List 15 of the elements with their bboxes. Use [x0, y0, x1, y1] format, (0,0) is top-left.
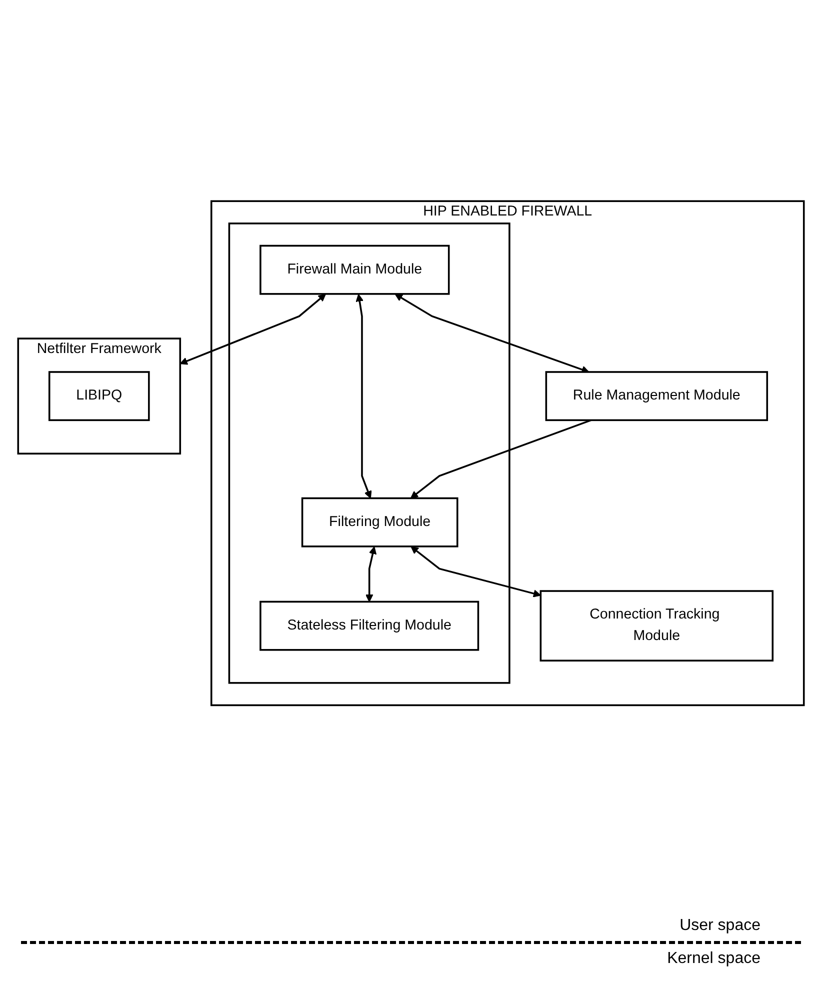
cluster: [228, 222, 510, 684]
node-box: LIBIPQ: [48, 371, 150, 422]
node-box: Firewall Main Module: [259, 245, 450, 296]
node-box: Stateless Filtering Module: [259, 601, 479, 652]
arrow: [410, 546, 541, 598]
node-box: Filtering Module: [300, 498, 458, 548]
arrow: [179, 294, 326, 366]
arrow: [410, 420, 591, 499]
node-box: Rule Management Module: [544, 371, 768, 422]
arrow: [394, 294, 589, 374]
node-box: Connection Tracking Module: [539, 590, 774, 662]
region-label: User space: [678, 916, 762, 936]
arrow: [364, 546, 376, 602]
region-label: Kernel space: [666, 949, 762, 969]
arrow: [355, 294, 372, 499]
